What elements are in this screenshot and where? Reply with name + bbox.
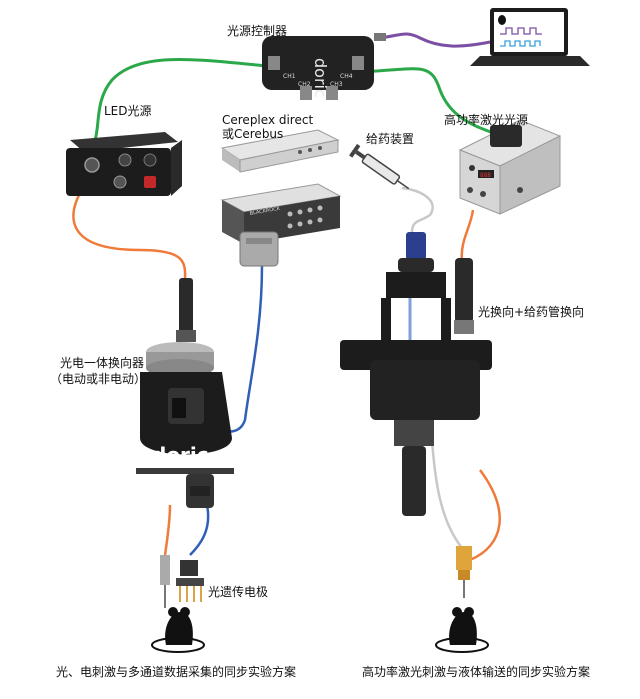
optical-fiber-led	[72, 179, 187, 286]
high-power-laser-source: 888	[458, 119, 562, 215]
left-mouse-icon	[151, 607, 205, 653]
usb-cable	[377, 32, 491, 48]
fluid-tube-upper	[401, 186, 434, 233]
rack-brand: BLACKROCK	[249, 206, 281, 217]
data-cable-lower	[189, 504, 210, 556]
cereplex-rack-top	[220, 129, 340, 173]
led-source-label: LED光源	[104, 104, 152, 118]
rotary-brand: doric	[152, 443, 209, 467]
fluid-cannula	[456, 546, 472, 598]
fluid-rotary-label: 光换向+给药管换向	[478, 305, 585, 319]
led-light-source	[66, 132, 182, 196]
fluid-tube-lower	[430, 439, 463, 549]
controller-ch2-label: CH2	[298, 81, 311, 88]
svg-text:888: 888	[480, 172, 491, 179]
controller-brand: doric	[311, 58, 330, 98]
rotary-joint-label-line2: （电动或非电动）	[50, 372, 147, 386]
right-fluid-optical-commutator	[340, 232, 492, 516]
opto-electrode-label: 光遗传电极	[208, 585, 269, 599]
right-mouse-icon	[435, 607, 489, 653]
headstage-connector	[239, 231, 279, 267]
optical-fiber-lower-left	[163, 504, 172, 556]
cereplex-label-line1: Cereplex direct	[222, 113, 314, 127]
cereplex-label-line2: 或Cerebus	[222, 127, 284, 141]
left-caption: 光、电刺激与多通道数据采集的同步实验方案	[56, 665, 297, 679]
syringe-icon	[349, 143, 410, 190]
light-source-controller: doric CH1 CH2 CH3 CH4	[262, 33, 386, 100]
bnc-cable-led	[93, 58, 269, 141]
left-optical-electrical-rotary-joint: doric	[136, 278, 234, 508]
controller-ch4-label: CH4	[340, 73, 353, 80]
optogenetic-electrode	[160, 555, 204, 608]
drug-device-label: 给药装置	[366, 132, 415, 146]
controller-ch3-label: CH3	[330, 81, 343, 88]
optical-fiber-laser	[460, 209, 475, 263]
controller-ch1-label: CH1	[283, 73, 296, 80]
bnc-cable-laser	[354, 67, 507, 142]
right-caption: 高功率激光刺激与液体输送的同步实验方案	[362, 665, 591, 679]
laser-source-label: 高功率激光光源	[444, 113, 529, 127]
controller-label: 光源控制器	[227, 24, 288, 38]
rotary-joint-label-line1: 光电一体换向器	[60, 356, 145, 370]
laptop	[470, 8, 590, 66]
optical-fiber-lower-right	[469, 469, 501, 562]
